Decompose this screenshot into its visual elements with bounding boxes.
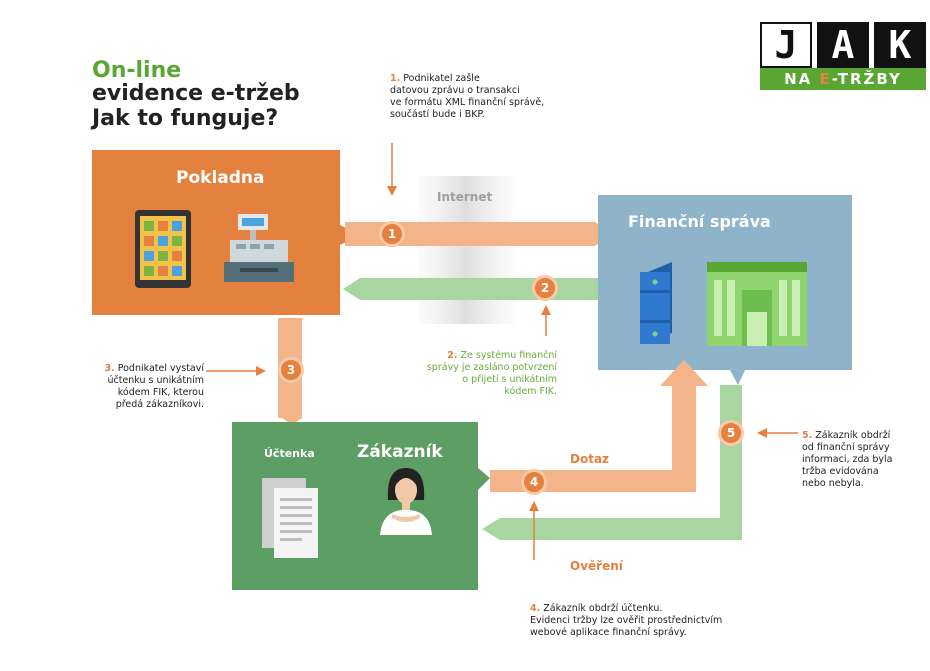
pokladna-title: Pokladna — [176, 168, 265, 188]
zakaznik-title: Zákazník — [357, 442, 443, 462]
note-step-1: 1. Podnikatel zašle datovou zprávu o tra… — [390, 73, 545, 120]
financni-sprava-title: Finanční správa — [628, 212, 771, 231]
internet-label: Internet — [437, 190, 493, 204]
note-step-5: 5. Zákazník obdrží od finanční správy in… — [802, 430, 893, 489]
step-3-badge: 3 — [278, 357, 304, 383]
overeni-label: Ověření — [570, 559, 623, 573]
logo-letter-k: K — [874, 22, 926, 68]
title-line2: evidence e-tržeb — [92, 81, 300, 106]
title-line1: On-line — [92, 58, 182, 83]
customer-icon — [380, 468, 432, 535]
step-2-badge: 2 — [532, 275, 558, 301]
cash-register-icon — [224, 214, 294, 282]
logo-letter-a: A — [817, 22, 869, 68]
logo-letter-j: J — [760, 22, 812, 68]
step-4-badge: 4 — [521, 469, 547, 495]
arrow-1 — [345, 222, 612, 246]
step-5-badge: 5 — [718, 420, 744, 446]
arrow-2 — [343, 278, 598, 300]
title-line3: Jak to funguje? — [92, 106, 279, 131]
logo-tagline: NA E-TRŽBY — [760, 68, 926, 90]
receipt-icon — [262, 478, 318, 558]
uctenka-label: Účtenka — [264, 447, 315, 460]
note-step-2: 2. Ze systému finanční správy je zasláno… — [426, 350, 557, 397]
jak-logo: J A K NA E-TRŽBY — [760, 22, 926, 90]
tablet-icon — [135, 210, 191, 288]
arrow-overeni — [482, 385, 742, 540]
note-step-4: 4. Zákazník obdrží účtenku. Evidenci trž… — [530, 603, 723, 638]
building-icon — [707, 262, 807, 346]
server-icon — [640, 262, 672, 344]
note-step-3: 3. Podnikatel vystaví účtenku s unikátní… — [104, 363, 204, 410]
step-1-badge: 1 — [379, 221, 405, 247]
dotaz-label: Dotaz — [570, 452, 610, 466]
